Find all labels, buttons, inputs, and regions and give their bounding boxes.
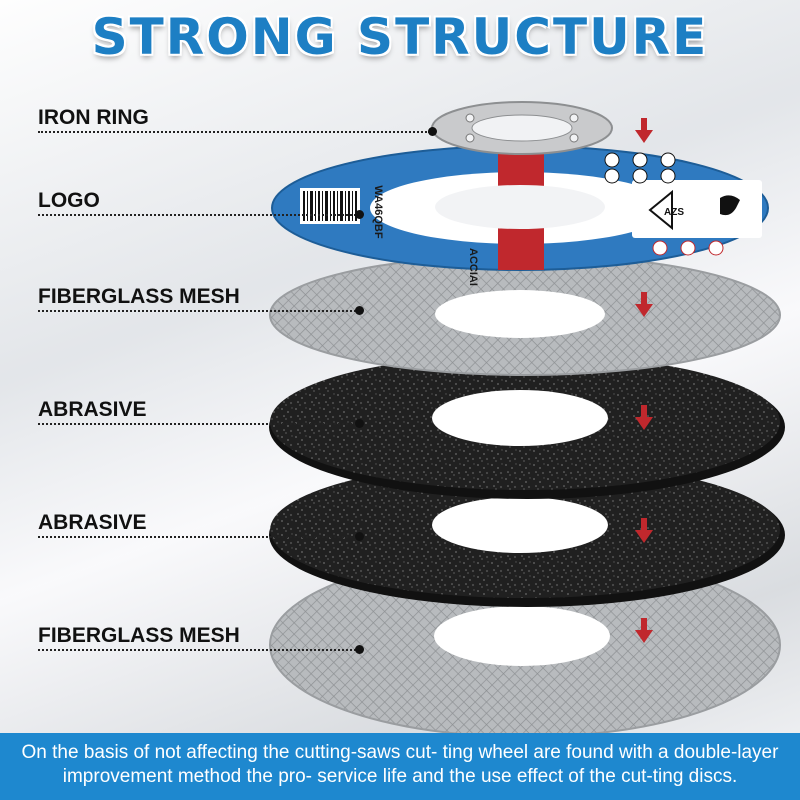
leader-dot — [355, 645, 364, 654]
down-arrow-icon — [635, 118, 653, 143]
leader-line — [38, 536, 356, 538]
down-arrow-icon — [635, 292, 653, 317]
leader-dot — [428, 127, 437, 136]
barcode — [300, 188, 360, 224]
safety-icons — [604, 152, 724, 256]
down-arrow-icons — [635, 118, 653, 643]
leader-dot — [355, 210, 364, 219]
footer-banner: On the basis of not affecting the cuttin… — [0, 733, 800, 800]
down-arrow-icon — [635, 405, 653, 430]
logo-label-disc: WA46QBF ACCIAI AZS — [271, 145, 769, 286]
leader-line — [38, 214, 356, 216]
layer-label-abrasive: ABRASIVE — [38, 511, 147, 534]
layer-label-iron-ring: IRON RING — [38, 106, 149, 129]
azs-logo: AZS — [648, 189, 740, 231]
disc-model-text: WA46QBF — [372, 185, 384, 238]
layer-label-fiberglass-mesh: FIBERGLASS MESH — [38, 285, 240, 308]
fiberglass-mesh-disc-bottom — [269, 552, 781, 738]
disc-material-text: ACCIAI — [467, 248, 479, 286]
layer-label-abrasive: ABRASIVE — [38, 398, 147, 421]
abrasive-disc-lower — [269, 462, 785, 607]
leader-line — [38, 423, 356, 425]
fiberglass-mesh-disc-top — [269, 254, 781, 376]
leader-dot — [355, 419, 364, 428]
logo-panther-icon — [720, 195, 740, 216]
down-arrow-icon — [635, 618, 653, 643]
down-arrow-icon — [635, 518, 653, 543]
leader-dot — [355, 532, 364, 541]
footer-description: On the basis of not affecting the cuttin… — [21, 742, 779, 787]
disc-layers-illustration: WA46QBF ACCIAI AZS — [269, 101, 785, 738]
svg-text:AZS: AZS — [664, 207, 684, 218]
iron-ring-disc — [431, 101, 613, 155]
layer-label-logo: LOGO — [38, 189, 100, 212]
layer-label-fiberglass-mesh: FIBERGLASS MESH — [38, 624, 240, 647]
leader-dot — [355, 306, 364, 315]
abrasive-disc-upper — [269, 354, 785, 499]
page-title: STRONG STRUCTURE — [91, 8, 709, 66]
leader-line — [38, 131, 430, 133]
leader-line — [38, 310, 356, 312]
leader-line — [38, 649, 356, 651]
